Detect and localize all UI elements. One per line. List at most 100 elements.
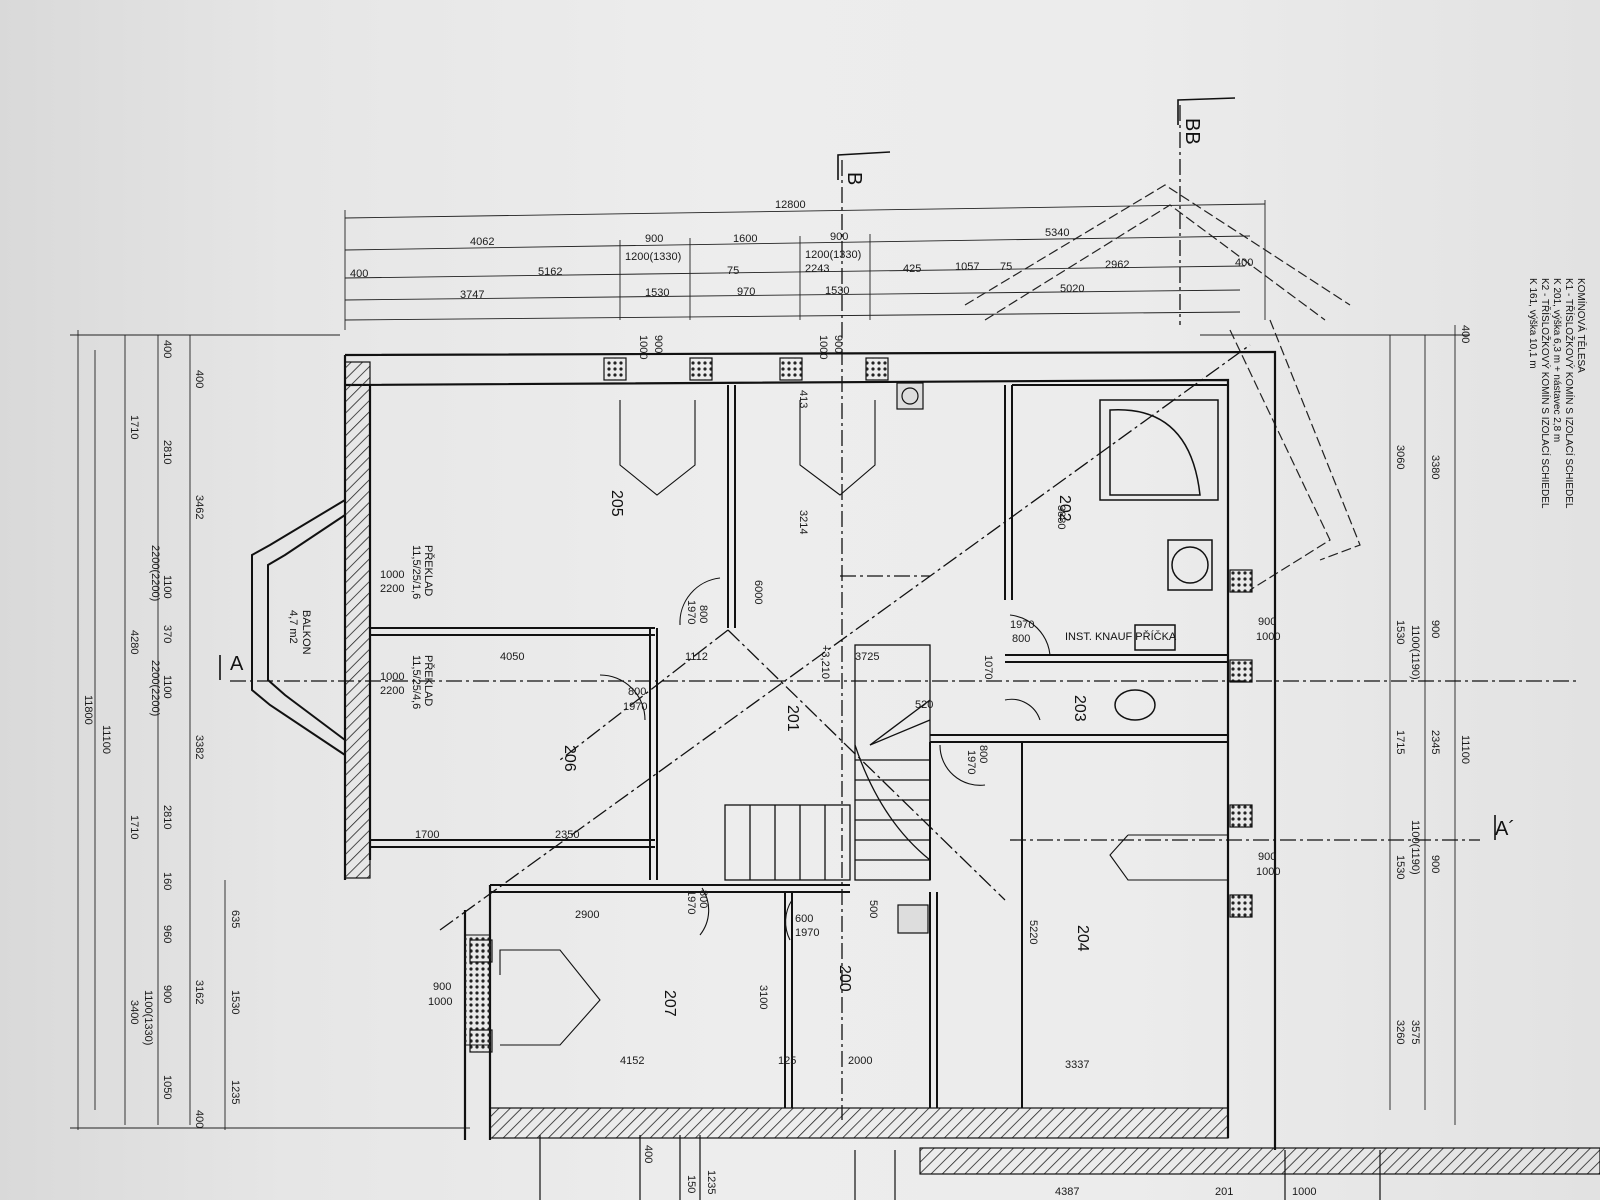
dim-top-1530a: 1530 (645, 287, 669, 299)
room-201: 201 (784, 705, 801, 732)
dim-inner-1970b: 1970 (623, 701, 647, 713)
dim-inner-1112: 1112 (685, 651, 708, 663)
dim-inner-1970a: 1970 (685, 600, 697, 624)
room-206: 206 (561, 745, 578, 772)
staircase (724, 644, 931, 881)
dim-top-4062: 4062 (470, 236, 494, 248)
floor-level-label: +3,210 (819, 645, 831, 679)
section-markers (219, 97, 1496, 840)
dim-inner-800e: 800 (977, 745, 989, 763)
dim-left-1100c: 1100(1330) (142, 990, 154, 1045)
section-lines (230, 105, 1580, 1120)
right-dimension-values: 400 3380 3060 1530 1100(1190) 900 11100 … (1394, 325, 1471, 1044)
chimney-legend: KOMÍNOVÁ TĚLESA K1 - TŘÍSLOŽKOVÝ KOMÍN S… (1527, 278, 1588, 509)
section-b-label: B (843, 172, 865, 185)
dim-bottom-1235: 1235 (705, 1170, 717, 1194)
dim-inner-2350: 2350 (555, 829, 579, 841)
dim-top-5020: 5020 (1060, 283, 1084, 295)
dim-left-4280: 4280 (128, 630, 140, 654)
dim-inner-800c: 800 (697, 890, 709, 908)
dim-left-11800: 11800 (82, 695, 94, 725)
dim-right-1530a: 1530 (1394, 620, 1406, 644)
dim-left-160: 160 (161, 872, 173, 890)
dim-left-2810b: 2810 (161, 805, 173, 829)
dim-left-3462: 3462 (193, 495, 205, 519)
dim-left-1235: 1235 (229, 1080, 241, 1104)
dim-left-3162: 3162 (193, 980, 205, 1004)
left-dimension-lines (70, 330, 470, 1130)
interior-walls (370, 384, 1228, 1108)
lintel-top-spec: 11,5/25/1,6 (410, 545, 422, 599)
hatched-wall-lower-floor (919, 1147, 1600, 1175)
dim-right-3380: 3380 (1429, 455, 1441, 479)
dim-top-75b: 75 (1000, 261, 1012, 273)
legend-line-2: K1 - TŘÍSLOŽKOVÝ KOMÍN S IZOLACÍ SCHIEDE… (1563, 278, 1576, 509)
lintel-top-label: PŘEKLAD (422, 545, 435, 596)
dim-top-5340: 5340 (1045, 227, 1069, 239)
dim-top-5162: 5162 (538, 266, 562, 278)
lintel-bottom-spec: 11,5/25/4,6 (410, 655, 422, 709)
dim-right-11100: 11100 (1459, 735, 1471, 764)
dim-left-1710b: 1710 (128, 815, 140, 839)
dim-right-900b: 900 (1429, 855, 1441, 873)
bathroom-fixtures (1099, 399, 1219, 721)
door-swings (599, 577, 1051, 941)
inner-dimension-values: 4050 1700 2350 6000 3214 413 3880 2900 3… (380, 335, 1280, 1071)
roof-outline (964, 184, 1361, 591)
dim-left-635: 635 (229, 910, 241, 928)
room-207: 207 (661, 990, 678, 1017)
dim-left-1100a: 1100 (161, 575, 173, 599)
dim-inner-125: 125 (778, 1055, 796, 1067)
room-numbers: 205 206 202 204 207 200 201 203 (561, 490, 1091, 1017)
hatched-wall-bottom (489, 1107, 1229, 1139)
dim-inner-1700: 1700 (415, 829, 439, 841)
dim-right-900a: 900 (1429, 620, 1441, 638)
lintel-bottom-label: PŘEKLAD (422, 655, 435, 706)
dim-inner-1000g: 1000 (428, 996, 452, 1008)
dim-left-960: 960 (161, 925, 173, 943)
balcony-area: 4,7 m2 (287, 610, 299, 644)
hatched-wall-left (344, 361, 371, 879)
dim-inner-1000d: 1000 (817, 335, 829, 359)
dim-inner-800b: 800 (628, 686, 646, 698)
dim-top-2243: 2243 (805, 263, 829, 275)
annotation-labels: PŘEKLAD 11,5/25/1,6 PŘEKLAD 11,5/25/4,6 … (287, 545, 1177, 709)
dim-inner-900a: 900 (652, 335, 664, 353)
lower-floor-strip (539, 1135, 1381, 1200)
dim-inner-900b: 900 (832, 335, 844, 353)
bottom-dimension-values: 4387 400 150 1235 201 1000 (642, 1145, 1316, 1198)
dim-top-400b: 400 (1235, 257, 1253, 269)
dim-left-900: 900 (161, 985, 173, 1003)
room-203: 203 (1071, 695, 1088, 722)
left-dimension-values: 11800 11100 1710 1710 4280 3400 400 2810… (82, 340, 241, 1128)
dim-left-3382: 3382 (193, 735, 205, 759)
dim-inner-600: 600 (795, 913, 813, 925)
knauf-partition-label: INST. KNAUF PŘÍČKA (1065, 630, 1177, 643)
dim-inner-4152: 4152 (620, 1055, 644, 1067)
dim-inner-1070: 1070 (982, 655, 994, 679)
dim-right-3060: 3060 (1394, 445, 1406, 469)
dim-top-970: 970 (737, 286, 755, 298)
dim-inner-4050: 4050 (500, 651, 524, 663)
dim-top-900b: 900 (830, 231, 848, 243)
dim-top-75a: 75 (727, 265, 739, 277)
dim-inner-500: 500 (867, 900, 879, 918)
dim-bottom-400: 400 (642, 1145, 654, 1163)
dim-top-400a: 400 (350, 268, 368, 280)
dim-right-3260: 3260 (1394, 1020, 1406, 1044)
dim-inner-1000a: 1000 (380, 569, 404, 581)
dim-inner-900c: 900 (1258, 616, 1276, 628)
dim-top-425: 425 (903, 263, 921, 275)
dim-left-3400: 3400 (128, 1000, 140, 1024)
section-a-left-label: A (230, 653, 244, 675)
dim-inner-1000c: 1000 (637, 335, 649, 359)
dim-inner-2900: 2900 (575, 909, 599, 921)
dim-top-3747: 3747 (460, 289, 484, 301)
dim-top-1600: 1600 (733, 233, 757, 245)
dim-top-2962: 2962 (1105, 259, 1129, 271)
dim-left-1100b: 1100 (161, 675, 173, 699)
dim-top-12800: 12800 (775, 199, 806, 211)
dim-top-900a: 900 (645, 233, 663, 245)
